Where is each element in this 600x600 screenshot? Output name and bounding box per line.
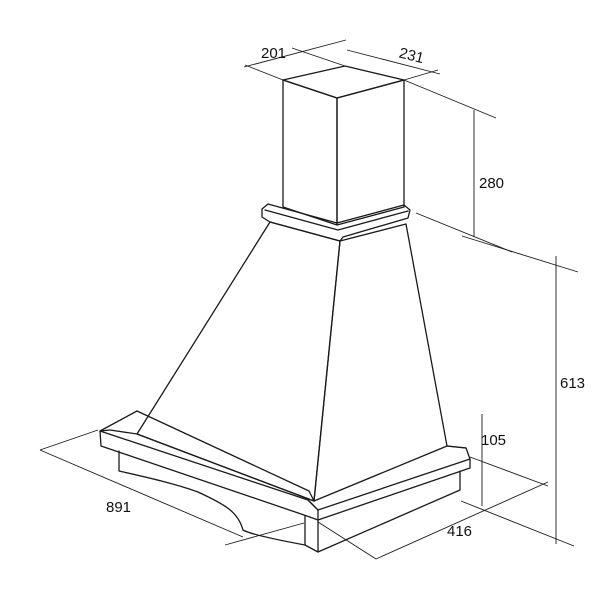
dim-231-ext [403,69,439,81]
collar-outline [261,203,411,242]
dim-416-ext-left [317,521,377,560]
apron-valance [118,450,461,553]
hood-right-face [313,223,448,502]
dim-891-diagonal [39,449,244,538]
chimney-right-face [336,79,405,226]
dim-105-ext-top [469,456,549,487]
dim-891-ext-left [39,429,99,451]
dim-canopy-height: 105 [469,414,549,506]
dim-416-label: 416 [447,523,472,540]
chimney-left-face [282,79,338,226]
dim-105-label: 105 [481,432,506,449]
dim-201-arrow-line [243,39,347,68]
dim-hood-height: 613 [460,235,585,547]
dim-chimney-height: 280 [403,79,513,253]
canopy [99,410,471,521]
chimney [282,65,405,226]
collar-inner-line [264,209,409,231]
hood-left-face [136,221,341,502]
dim-201-label: 201 [261,45,286,62]
dim-280-label: 280 [479,175,504,192]
dim-613-label: 613 [560,375,585,392]
dim-231-label: 231 [397,45,425,68]
canopy-right-band [307,445,471,511]
dim-280-ext-top [403,79,497,119]
apron-bottom-corner [304,544,319,553]
dim-891-ext-right [224,522,305,546]
chimney-top-face [282,65,405,99]
dim-201-ext-right [291,47,346,67]
dim-chimney-width: 201 [243,39,347,81]
dim-613-ext-bottom [460,500,575,547]
dim-280-ext-bottom [415,212,513,253]
apron-right-side [317,470,461,553]
dim-chimney-depth: 231 [346,45,441,81]
canopy-right-lower [317,458,471,521]
apron-left-front [118,450,306,546]
canopy-top-right-edge [446,445,467,449]
dim-201-ext-left [244,64,284,81]
dim-231-arrow-line [346,49,441,75]
dim-416-diagonal [375,481,549,560]
collar-molding [261,203,411,242]
dim-overall-width: 891 [39,429,305,546]
dim-overall-depth: 416 [317,481,549,560]
dim-891-label: 891 [106,499,131,516]
dim-613-ext-top [461,235,579,273]
